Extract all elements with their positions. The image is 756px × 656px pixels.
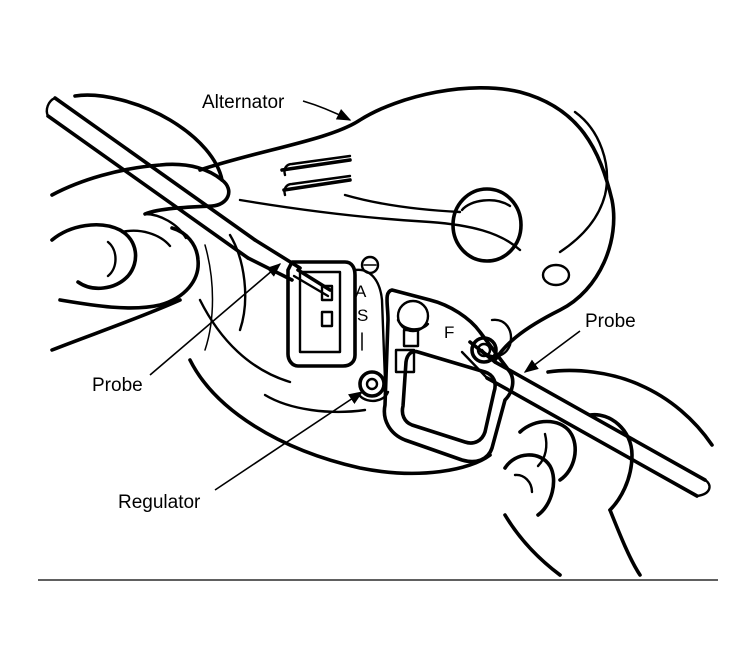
terminal-s-label: S <box>357 306 368 325</box>
right-hand <box>503 368 714 577</box>
left-probe <box>45 96 332 298</box>
regulator-label: Regulator <box>118 492 201 513</box>
probe-left-label: Probe <box>92 375 143 396</box>
label-alternator: Alternator <box>202 92 352 121</box>
right-probe <box>460 340 711 498</box>
label-probe-right: Probe <box>523 311 636 373</box>
left-hand <box>50 93 231 352</box>
terminal-labels: A S F <box>355 282 454 351</box>
probe-right-label: Probe <box>585 311 636 332</box>
terminal-block <box>286 255 387 382</box>
alternator-label: Alternator <box>202 92 285 113</box>
terminal-a-label: A <box>355 282 367 301</box>
alternator-housing <box>188 86 616 476</box>
label-regulator: Regulator <box>118 391 364 513</box>
terminal-f-label: F <box>444 323 454 342</box>
label-probe-left: Probe <box>92 263 282 396</box>
